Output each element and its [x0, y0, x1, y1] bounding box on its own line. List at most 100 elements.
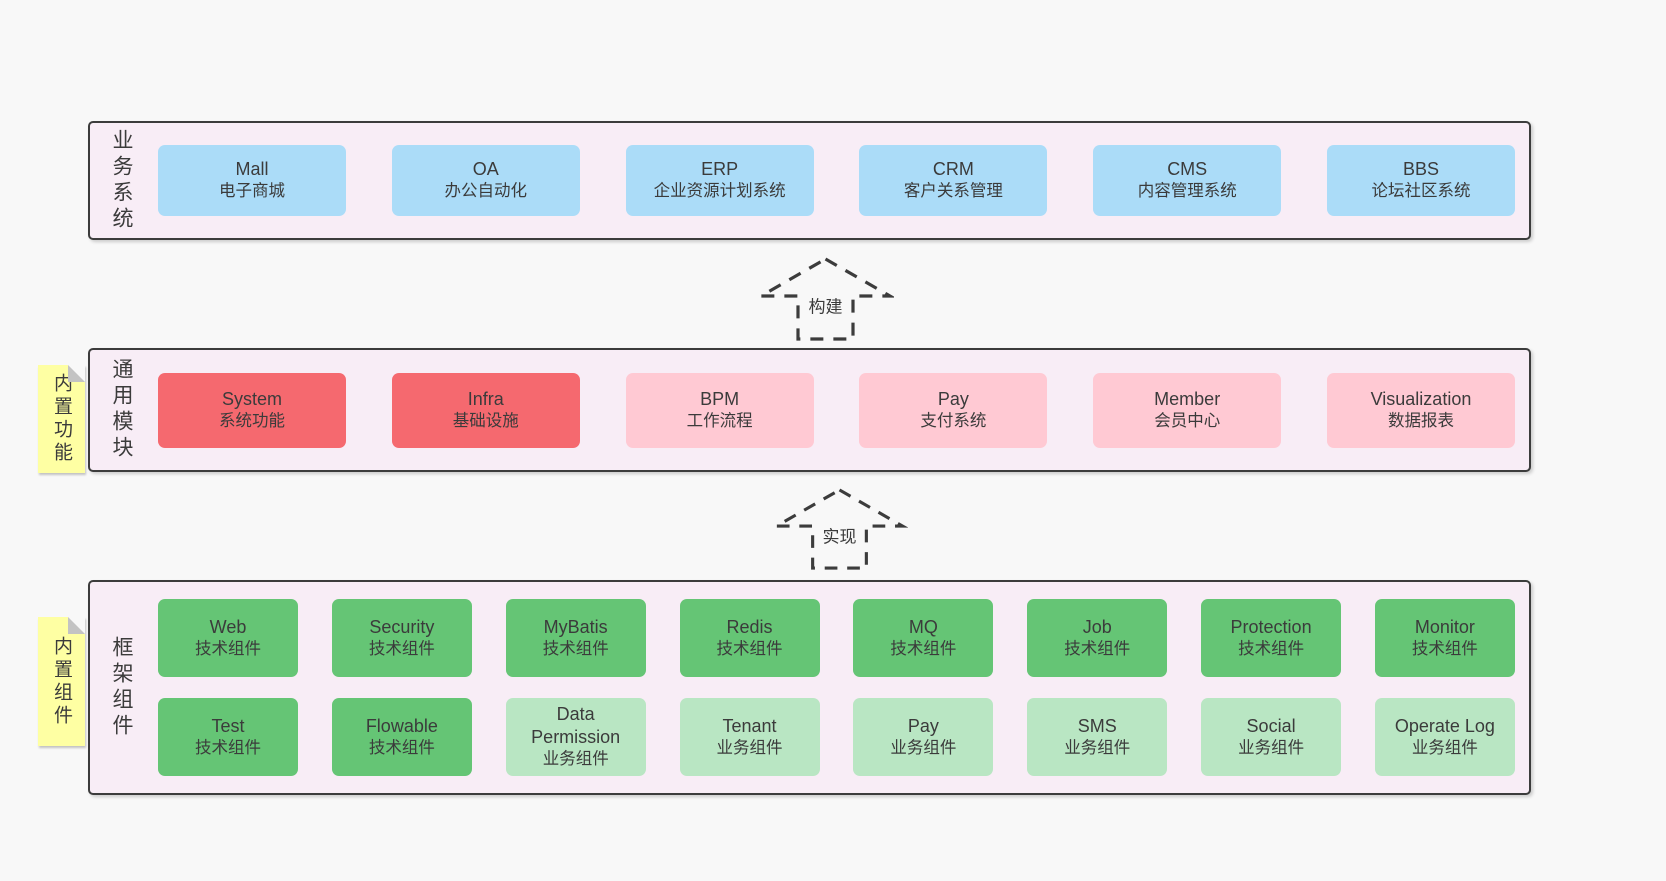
- box-redis: Redis 技术组件: [679, 599, 820, 677]
- box-subtitle: 技术组件: [716, 639, 783, 658]
- box-title: Test: [211, 715, 245, 736]
- box-subtitle: 技术组件: [1238, 639, 1305, 658]
- box-title: Web: [209, 616, 247, 637]
- box-tenant: Tenant 业务组件: [679, 698, 820, 776]
- section-label-business-systems: 业务系统: [110, 128, 133, 233]
- arrow-implement-icon: 实现: [771, 487, 908, 571]
- box-subtitle: 业务组件: [542, 750, 609, 769]
- box-erp: ERP 企业资源计划系统: [625, 145, 814, 216]
- box-subtitle: 数据报表: [1387, 411, 1454, 430]
- box-subtitle: 技术组件: [1064, 639, 1131, 658]
- box-title: Protection: [1230, 616, 1312, 637]
- box-title: Member: [1154, 388, 1221, 409]
- arrow-label: 实现: [818, 521, 861, 549]
- box-subtitle: 工作流程: [686, 411, 753, 430]
- box-subtitle: 业务组件: [1238, 738, 1305, 757]
- box-title: Pay: [907, 715, 939, 736]
- box-pay: Pay 支付系统: [859, 372, 1048, 448]
- box-oa: OA 办公自动化: [391, 145, 580, 216]
- sticky-note-builtin-components: 内置组件: [38, 617, 85, 746]
- box-title: BPM: [700, 388, 740, 409]
- box-pay: Pay 业务组件: [853, 698, 994, 776]
- panel-common-modules: 通用模块 System 系统功能 Infra 基础设施 BPM 工作流程 Pay 支付系统 Mem…: [88, 348, 1531, 472]
- box-member: Member 会员中心: [1093, 372, 1282, 448]
- box-subtitle: 技术组件: [890, 639, 957, 658]
- section-label-common-modules: 通用模块: [110, 358, 133, 462]
- box-subtitle: 系统功能: [219, 411, 285, 430]
- box-title: Security: [369, 616, 435, 637]
- box-system: System 系统功能: [158, 372, 346, 448]
- box-title: Job: [1082, 616, 1112, 637]
- box-subtitle: 客户关系管理: [903, 182, 1003, 201]
- box-mq: MQ 技术组件: [853, 599, 994, 677]
- box-subtitle: 技术组件: [195, 639, 261, 658]
- box-title: CMS: [1167, 159, 1208, 180]
- box-bpm: BPM 工作流程: [625, 372, 814, 448]
- box-subtitle: 技术组件: [368, 639, 435, 658]
- box-test: Test 技术组件: [158, 698, 298, 776]
- box-title: Monitor: [1414, 616, 1475, 637]
- box-visualization: Visualization 数据报表: [1326, 372, 1515, 448]
- box-subtitle: 会员中心: [1154, 411, 1221, 430]
- box-monitor: Monitor 技术组件: [1374, 599, 1515, 677]
- box-title: Tenant: [722, 715, 777, 736]
- box-subtitle: 业务组件: [716, 738, 783, 757]
- box-title: Visualization: [1370, 388, 1472, 409]
- dashed-up-arrow-icon: [771, 488, 908, 570]
- box-flowable: Flowable 技术组件: [331, 698, 472, 776]
- box-subtitle: 电子商城: [219, 182, 285, 201]
- sticky-label: 内置组件: [51, 635, 72, 728]
- box-crm: CRM 客户关系管理: [859, 145, 1048, 216]
- box-subtitle: 技术组件: [1411, 639, 1478, 658]
- box-title: Pay: [937, 388, 969, 409]
- box-infra: Infra 基础设施: [391, 372, 580, 448]
- sticky-folded-corner-icon: [68, 365, 85, 382]
- section-label-framework-components: 框架组件: [110, 635, 133, 740]
- box-cms: CMS 内容管理系统: [1093, 145, 1282, 216]
- sticky-note-builtin-features: 内置功能: [38, 365, 85, 473]
- arrow-build-icon: 构建: [757, 256, 894, 342]
- box-subtitle: 办公自动化: [444, 182, 528, 201]
- box-title: CRM: [932, 159, 974, 180]
- box-security: Security 技术组件: [331, 599, 472, 677]
- box-subtitle: 技术组件: [542, 639, 609, 658]
- arrow-label: 构建: [804, 291, 847, 319]
- box-mall: Mall 电子商城: [158, 145, 346, 216]
- box-title: Infra: [467, 388, 504, 409]
- sticky-folded-corner-icon: [68, 617, 85, 634]
- box-title: Redis: [726, 616, 773, 637]
- box-operate-log: Operate Log 业务组件: [1374, 698, 1515, 776]
- box-subtitle: 基础设施: [452, 411, 519, 430]
- box-protection: Protection 技术组件: [1201, 599, 1342, 677]
- box-sms: SMS 业务组件: [1027, 698, 1168, 776]
- box-title: Operate Log: [1394, 715, 1495, 736]
- box-title: SMS: [1077, 715, 1117, 736]
- box-title: Mall: [235, 159, 269, 180]
- box-data-permission: Data Permission 业务组件: [505, 698, 646, 776]
- box-job: Job 技术组件: [1027, 599, 1168, 677]
- box-subtitle: 业务组件: [1064, 738, 1131, 757]
- box-title: BBS: [1402, 159, 1439, 180]
- box-title: MQ: [908, 616, 938, 637]
- box-subtitle: 业务组件: [1411, 738, 1478, 757]
- box-web: Web 技术组件: [158, 599, 298, 677]
- box-subtitle: 企业资源计划系统: [653, 182, 786, 201]
- box-title: System: [221, 388, 282, 409]
- sticky-label: 内置功能: [51, 373, 72, 465]
- box-bbs: BBS 论坛社区系统: [1326, 145, 1515, 216]
- box-subtitle: 业务组件: [890, 738, 957, 757]
- box-title: ERP: [701, 159, 739, 180]
- box-subtitle: 技术组件: [195, 738, 261, 757]
- box-subtitle: 内容管理系统: [1137, 182, 1237, 201]
- box-title: Data Permission: [531, 704, 621, 748]
- dashed-up-arrow-icon: [757, 257, 894, 341]
- box-subtitle: 支付系统: [920, 411, 987, 430]
- box-title: OA: [472, 159, 499, 180]
- box-title: Flowable: [365, 715, 438, 736]
- box-subtitle: 论坛社区系统: [1371, 182, 1471, 201]
- box-subtitle: 技术组件: [368, 738, 435, 757]
